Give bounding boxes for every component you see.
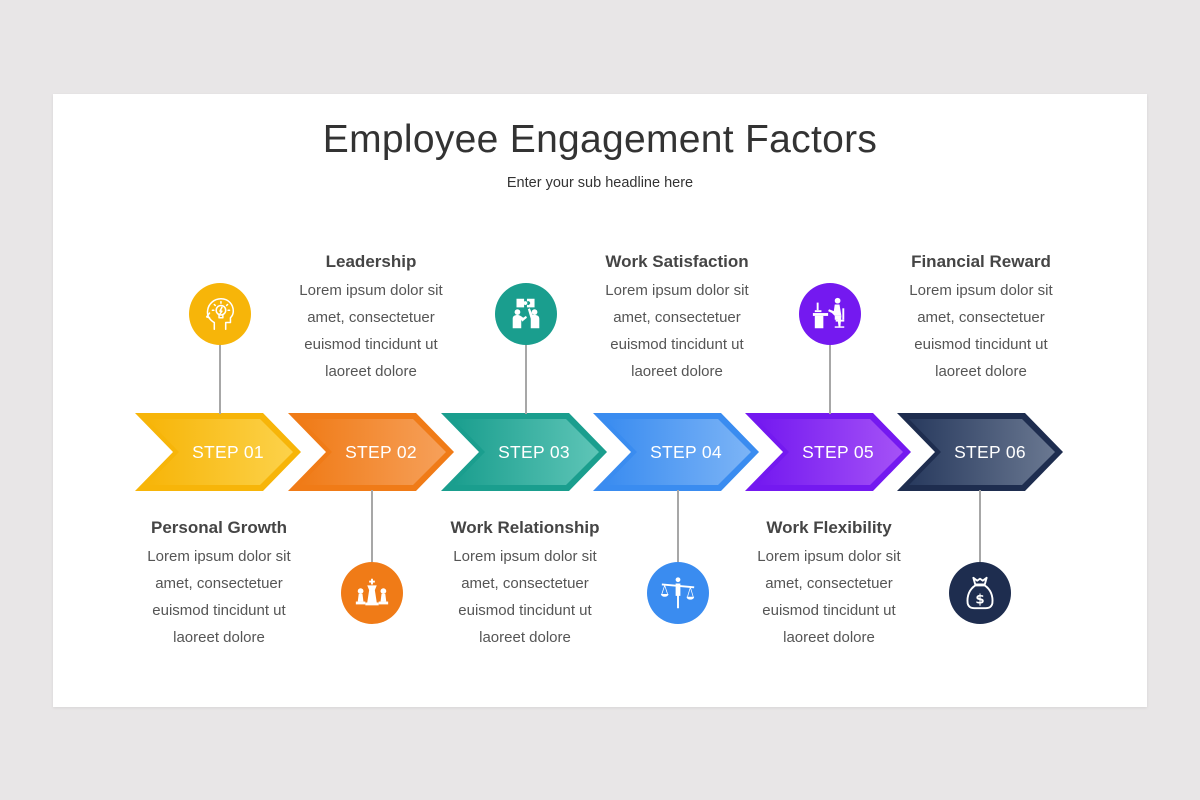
step-heading: Financial Reward [911, 252, 1051, 271]
step-text-line: Lorem ipsum dolor sit [757, 548, 901, 565]
step-arrow-6: STEP 06 [897, 413, 1063, 491]
step-heading: Work Relationship [450, 518, 600, 537]
svg-text:$: $ [975, 592, 984, 607]
step-text-line: amet, consectetuer [917, 309, 1045, 326]
step-2-icon-circle [341, 562, 403, 624]
step-1-icon-circle [189, 283, 251, 345]
connector-line [677, 490, 679, 562]
step-label: STEP 01 [192, 442, 264, 462]
connector-line [979, 490, 981, 562]
step-arrow-3: STEP 03 [441, 413, 607, 491]
step-heading: Personal Growth [150, 518, 288, 537]
page-subtitle: Enter your sub headline here [506, 175, 694, 191]
step-text-line: euismod tincidunt ut [304, 336, 438, 353]
step-5-description: Work Flexibility Lorem ipsum dolor sit a… [739, 518, 919, 651]
step-text-line: laoreet dolore [935, 363, 1027, 380]
step-text-line: laoreet dolore [325, 363, 417, 380]
step-arrow-2: STEP 02 [288, 413, 454, 491]
step-6-description: Financial Reward Lorem ipsum dolor sit a… [891, 252, 1071, 385]
step-label: STEP 03 [498, 442, 570, 462]
chess-icon [355, 578, 389, 606]
step-label: STEP 05 [802, 442, 874, 462]
step-text-line: euismod tincidunt ut [914, 336, 1048, 353]
step-arrow-4: STEP 04 [593, 413, 759, 491]
step-text-line: Lorem ipsum dolor sit [909, 282, 1053, 299]
teamwork-puzzle-icon [512, 298, 540, 329]
slide: Employee Engagement Factors Enter your s… [53, 94, 1147, 707]
step-label: STEP 06 [954, 442, 1026, 462]
step-heading: Work Satisfaction [605, 252, 749, 271]
step-label: STEP 04 [650, 442, 722, 462]
step-arrow-5: STEP 05 [745, 413, 911, 491]
step-heading: Leadership [325, 252, 417, 271]
step-text-line: Lorem ipsum dolor sit [605, 282, 749, 299]
step-text-line: laoreet dolore [631, 363, 723, 380]
step-text-line: euismod tincidunt ut [152, 602, 286, 619]
step-6-icon-circle: $ [949, 562, 1011, 624]
step-arrow-1: STEP 01 [135, 413, 301, 491]
step-text-line: Lorem ipsum dolor sit [299, 282, 443, 299]
step-heading: Work Flexibility [766, 518, 892, 537]
step-5-icon-circle [799, 283, 861, 345]
step-text-line: amet, consectetuer [155, 575, 283, 592]
step-3-icon-circle [495, 283, 557, 345]
step-text-line: amet, consectetuer [765, 575, 893, 592]
connector-line [371, 490, 373, 562]
connector-line [219, 342, 221, 414]
head-lightbulb-icon [205, 298, 235, 330]
step-4-icon-circle [647, 562, 709, 624]
step-text-line: amet, consectetuer [461, 575, 589, 592]
money-bag-icon: $ [966, 576, 994, 610]
step-text-line: laoreet dolore [173, 629, 265, 646]
person-at-desk-icon [812, 297, 845, 329]
step-text-line: amet, consectetuer [307, 309, 435, 326]
step-text-line: Lorem ipsum dolor sit [147, 548, 291, 565]
step-text-line: euismod tincidunt ut [458, 602, 592, 619]
step-3-description: Work Relationship Lorem ipsum dolor sit … [435, 518, 615, 651]
connector-line [525, 342, 527, 414]
page-title: Employee Engagement Factors [322, 118, 878, 161]
connector-line [829, 342, 831, 414]
step-1-description: Personal Growth Lorem ipsum dolor sit am… [129, 518, 309, 651]
balance-scale-person-icon [660, 577, 695, 609]
step-2-description: Leadership Lorem ipsum dolor sit amet, c… [281, 252, 461, 385]
step-text-line: euismod tincidunt ut [610, 336, 744, 353]
step-text-line: amet, consectetuer [613, 309, 741, 326]
step-text-line: euismod tincidunt ut [762, 602, 896, 619]
step-4-description: Work Satisfaction Lorem ipsum dolor sit … [587, 252, 767, 385]
step-text-line: Lorem ipsum dolor sit [453, 548, 597, 565]
step-label: STEP 02 [345, 442, 417, 462]
step-text-line: laoreet dolore [479, 629, 571, 646]
step-text-line: laoreet dolore [783, 629, 875, 646]
